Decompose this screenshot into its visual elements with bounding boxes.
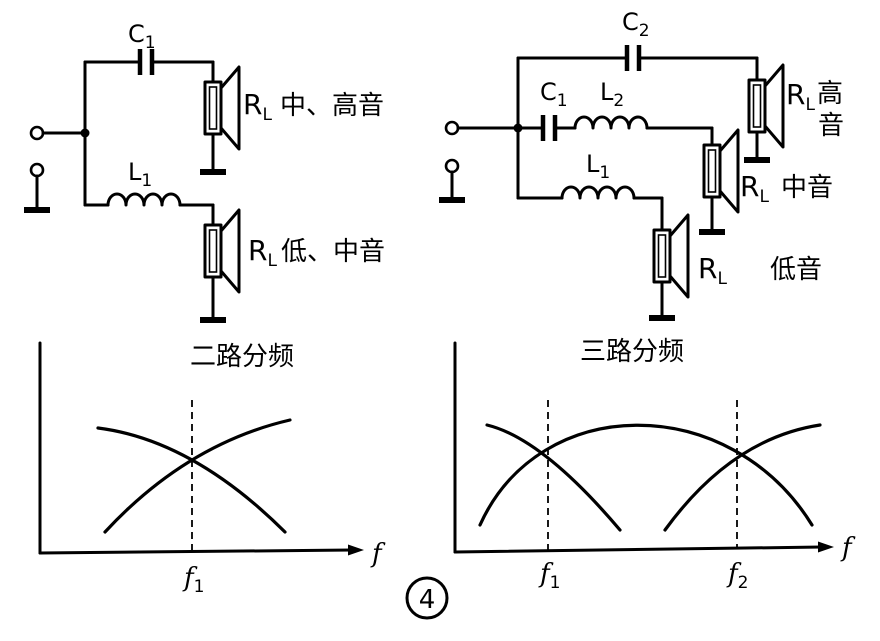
c2-subscript: 2 [639, 21, 650, 41]
l1-subscript: 1 [141, 171, 152, 191]
speaker-role-line2: 音 [818, 111, 844, 141]
inductor-l2 [573, 115, 649, 130]
speaker-upper [203, 65, 241, 151]
speaker-low [652, 213, 690, 299]
crossover-label: f1 [182, 563, 204, 597]
c2-label: C2 [622, 8, 650, 41]
ground-terminal [29, 162, 45, 178]
l2-label: L2 [600, 78, 624, 111]
x-axis-label: f [370, 539, 386, 569]
crossover-1-label: f1 [538, 559, 560, 593]
inductor-l1 [560, 185, 636, 200]
figure-number-badge: 4 [405, 576, 449, 620]
l2-subscript: 2 [613, 91, 624, 111]
c2-letter: C [622, 8, 639, 36]
three-way-title: 三路分频 [580, 337, 684, 367]
speaker-lower [203, 208, 241, 294]
l1-label: L1 [128, 158, 152, 191]
r-subscript: L [759, 187, 769, 207]
capacitor-c1 [540, 115, 558, 141]
speaker-role: 低、中音 [281, 237, 385, 267]
x-axis-arrow [348, 544, 364, 556]
speaker-role-line1: 高 [817, 79, 843, 109]
highpass-curve [103, 418, 292, 534]
r-letter: R [248, 234, 267, 267]
f-subscript: 1 [550, 573, 561, 593]
r-subscript: L [267, 251, 277, 271]
c1-subscript: 1 [145, 33, 156, 53]
r-subscript: L [805, 95, 815, 115]
c1-label: C1 [128, 20, 156, 53]
two-way-title: 二路分频 [190, 342, 294, 372]
figure-number-circle [405, 576, 449, 620]
speaker-low-label: RL [698, 252, 727, 289]
speaker-mid [702, 128, 740, 214]
x-axis [453, 545, 824, 554]
two-way-response-graph: 二路分频 f f1 [38, 341, 386, 597]
c1-subscript: 1 [557, 91, 568, 111]
speaker-mid-label: RL 中音 [740, 170, 833, 207]
ground-terminal [444, 158, 460, 174]
l1-label: L1 [586, 150, 610, 183]
r-letter: R [786, 78, 805, 111]
c1-letter: C [128, 20, 145, 48]
r-subscript: L [717, 269, 727, 289]
speaker-role: 中、高音 [280, 91, 384, 121]
crossover-2-label: f2 [726, 559, 748, 593]
lowpass-curve [485, 423, 622, 532]
f-subscript: 1 [194, 577, 205, 597]
x-axis-arrow [818, 541, 834, 553]
inductor-l1 [106, 192, 182, 207]
r-letter: R [740, 170, 759, 203]
speaker-high [747, 63, 785, 149]
speaker-role: 中音 [781, 173, 833, 203]
f-subscript: 2 [738, 573, 749, 593]
input-terminal [444, 120, 460, 136]
l1-letter: L [128, 158, 142, 186]
r-letter: R [698, 252, 717, 285]
bandpass-curve [478, 423, 814, 527]
c1-letter: C [540, 78, 557, 106]
l2-letter: L [600, 78, 614, 106]
r-subscript: L [262, 105, 272, 125]
input-terminal [29, 125, 45, 141]
l1-letter: L [586, 150, 600, 178]
l1-subscript: 1 [599, 163, 610, 183]
three-way-response-graph: 三路分频 f f1 f2 [453, 337, 856, 593]
lowpass-curve [96, 426, 287, 534]
x-axis [38, 548, 354, 555]
x-axis-label: f [840, 533, 856, 563]
capacitor-c2 [624, 45, 642, 71]
speaker-upper-label: RL 中、高音 [243, 88, 384, 125]
speaker-high-label: RL高 [786, 78, 843, 115]
speaker-role: 低音 [770, 255, 822, 285]
r-letter: R [243, 88, 262, 121]
c1-label: C1 [540, 78, 568, 111]
figure-number: 4 [419, 585, 436, 615]
highpass-curve [663, 423, 822, 532]
